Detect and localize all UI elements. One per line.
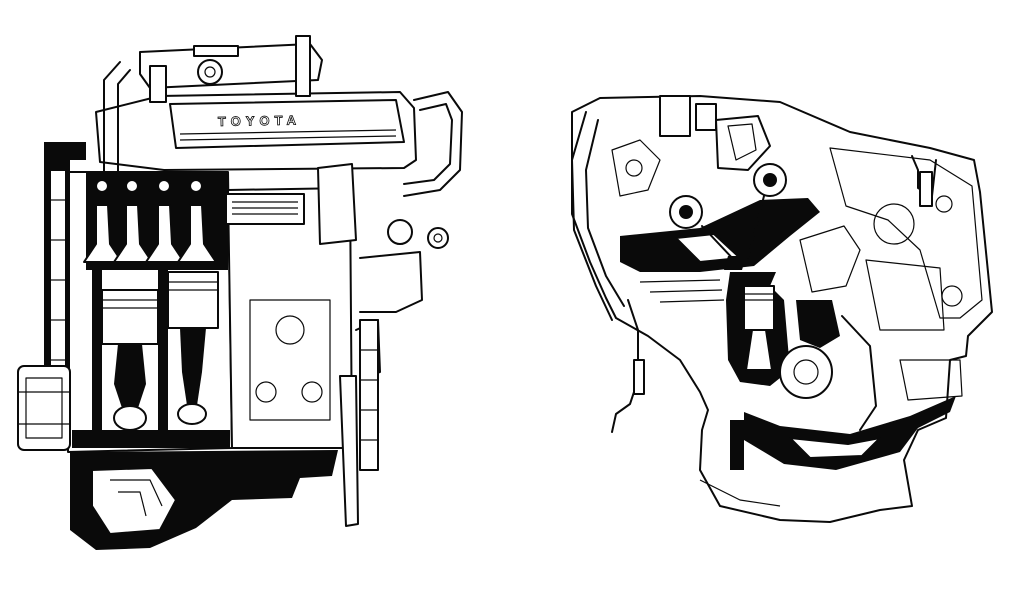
cylinders (92, 270, 219, 440)
end-view-piston (743, 285, 775, 331)
cam-lobes (95, 179, 203, 193)
end-view-cylinder-head (620, 198, 820, 272)
valves (83, 204, 217, 263)
end-section-view (571, 95, 993, 523)
right-side-plumbing (249, 91, 463, 421)
connecting-rods (113, 328, 207, 431)
end-view-crank (779, 345, 833, 399)
end-view-conrod (745, 329, 773, 371)
valve-cover-brand: TOYOTA (218, 113, 301, 129)
end-view-detail-lines (611, 139, 861, 507)
crankshaft (72, 430, 230, 448)
oil-pickup (91, 467, 177, 535)
end-view-oil-pan (744, 396, 956, 470)
dipstick-tube (339, 375, 359, 527)
crank-pulley (17, 365, 71, 451)
end-view-right-side (829, 147, 983, 431)
side-section-view: TOYOTA (17, 35, 463, 550)
end-view-valves (701, 195, 765, 270)
intake-runner (715, 115, 771, 171)
id-plate (225, 193, 305, 225)
